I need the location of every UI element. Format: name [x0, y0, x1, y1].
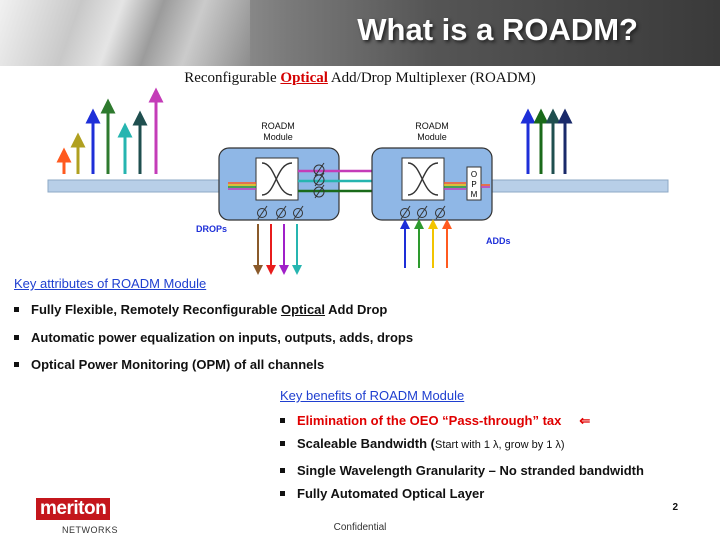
logo-text: meriton	[36, 498, 111, 520]
benefit-item-2: Scaleable Bandwidth (Start with 1 λ, gro…	[280, 436, 565, 451]
module2-label-line1: ROADM	[415, 121, 449, 131]
add-attenuator-icon	[400, 205, 446, 220]
bullet-square-icon	[280, 418, 285, 423]
company-logo: meriton NETWORKS	[36, 498, 118, 538]
fiber-left	[47, 179, 229, 193]
opm-letter-m: M	[471, 190, 478, 199]
opm-letter-p: P	[471, 180, 476, 189]
benefit-item-3: Single Wavelength Granularity – No stran…	[280, 463, 644, 478]
add-arrows	[400, 219, 452, 268]
adds-label: ADDs	[486, 236, 511, 246]
bullet-square-icon	[280, 491, 285, 496]
roadm-module-1: ROADM Module	[218, 121, 399, 221]
slide-subtitle: Reconfigurable Optical Add/Drop Multiple…	[0, 70, 720, 87]
bullet-square-icon	[280, 468, 285, 473]
module1-label-line1: ROADM	[261, 121, 295, 131]
module2-switch	[401, 157, 445, 201]
bullet-square-icon	[280, 441, 285, 446]
benefit-item-1: Elimination of the OEO “Pass-through” ta…	[280, 413, 590, 429]
logo-subtext: NETWORKS	[62, 525, 119, 535]
module1-label-line2: Module	[263, 132, 293, 142]
subtitle-post: Add/Drop Multiplexer (ROADM)	[327, 70, 536, 86]
confidential-label: Confidential	[333, 522, 387, 533]
page-number: 2	[672, 502, 678, 513]
opm-letter-o: O	[471, 170, 477, 179]
bullet-square-icon	[14, 362, 19, 367]
attribute-item-2: Automatic power equalization on inputs, …	[14, 330, 413, 345]
subtitle-highlight: Optical	[280, 70, 328, 86]
bullet-square-icon	[14, 307, 19, 312]
module2-label-line2: Module	[417, 132, 447, 142]
roadm-diagram: ROADM Module O P M ROADM Module DROPs	[47, 87, 669, 275]
attenuator-icon	[313, 162, 325, 199]
fiber-right	[489, 179, 669, 193]
drop-arrows	[253, 224, 302, 275]
roadm-module-2: O P M ROADM Module	[371, 121, 493, 221]
drops-label: DROPs	[196, 224, 227, 234]
slide-title: What is a ROADM?	[357, 12, 638, 47]
subtitle-pre: Reconfigurable	[184, 70, 281, 86]
benefits-heading: Key benefits of ROADM Module	[280, 388, 465, 403]
bullet-square-icon	[14, 335, 19, 340]
drop-attenuator-icon	[257, 205, 304, 220]
header-photo	[0, 0, 250, 66]
left-arrow-icon: ⇐	[579, 413, 591, 428]
attribute-item-3: Optical Power Monitoring (OPM) of all ch…	[14, 357, 324, 372]
attributes-heading: Key attributes of ROADM Module	[14, 276, 207, 291]
attribute-item-1: Fully Flexible, Remotely Reconfigurable …	[14, 302, 387, 317]
output-wavelength-arrows	[520, 108, 573, 174]
input-wavelength-arrows	[56, 87, 164, 174]
opm-box	[466, 166, 482, 201]
benefit-item-4: Fully Automated Optical Layer	[280, 486, 484, 501]
header-bar	[0, 0, 720, 66]
